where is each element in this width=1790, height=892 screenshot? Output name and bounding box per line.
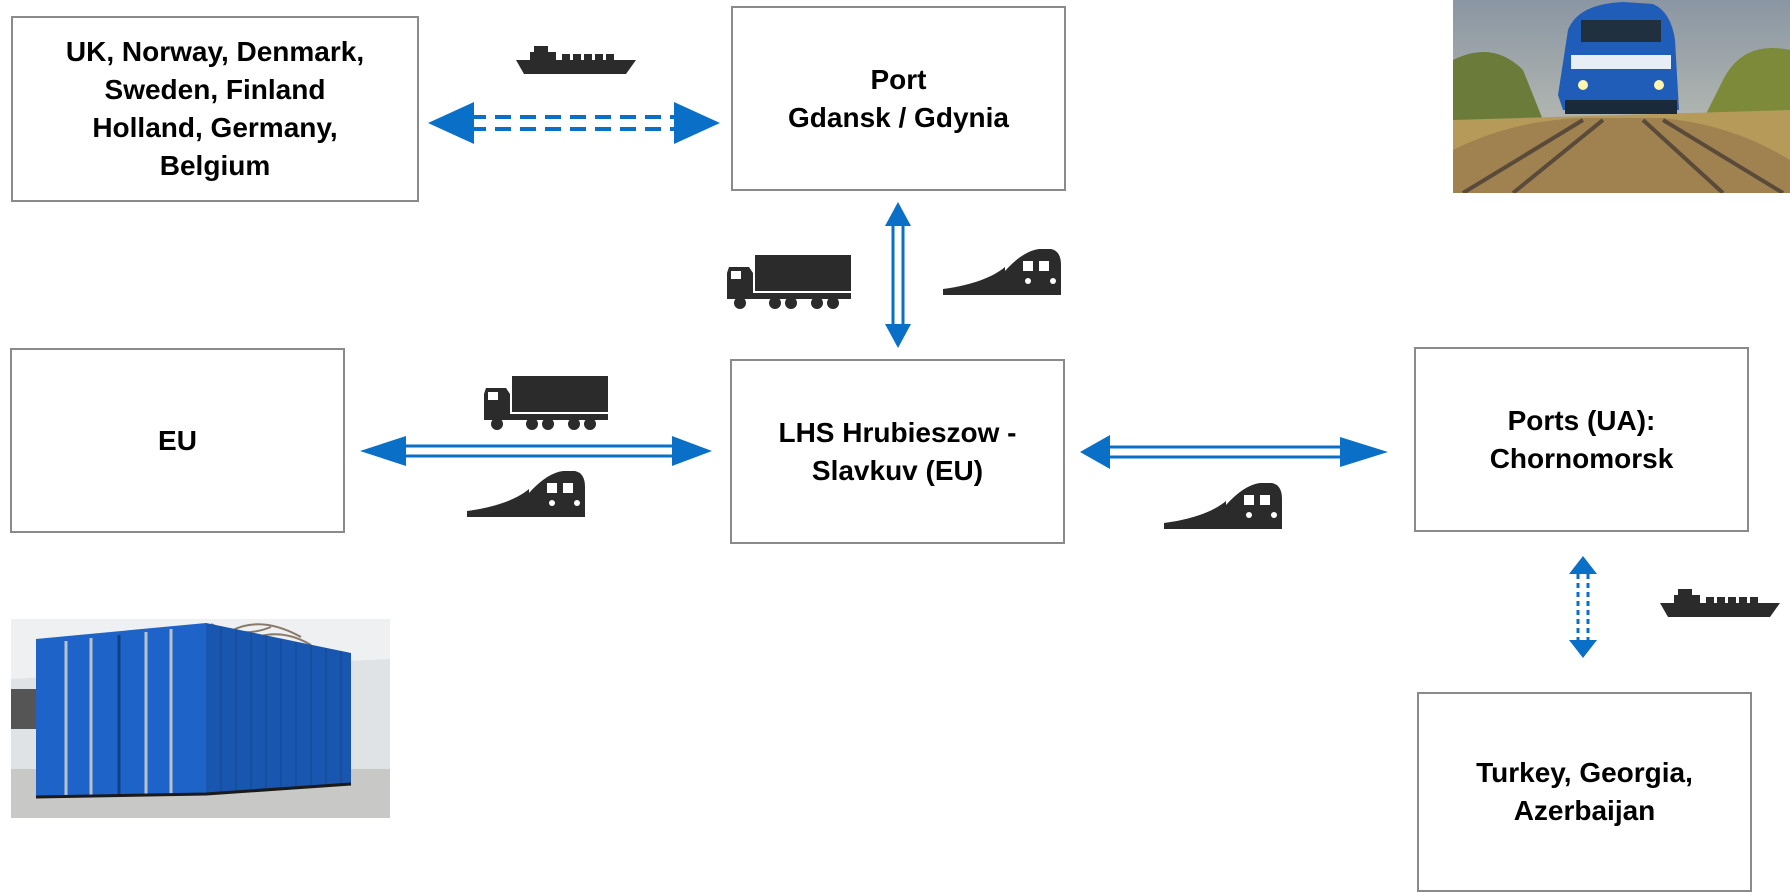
box-north-europe: UK, Norway, Denmark, Sweden, Finland Hol…	[11, 16, 419, 202]
arrow-eu-lhs	[360, 436, 712, 466]
box-north-europe-label: UK, Norway, Denmark, Sweden, Finland Hol…	[65, 36, 365, 181]
truck-icon	[484, 376, 608, 430]
train-icon	[943, 249, 1061, 295]
box-lhs: LHS Hrubieszow - Slavkuv (EU)	[730, 359, 1065, 544]
locomotive-photo	[1453, 0, 1790, 193]
connections-layer	[360, 46, 1780, 658]
box-eu-label: EU	[158, 424, 197, 456]
arrow-ports-ua-turkey	[1569, 556, 1597, 658]
arrow-north-europe-port	[428, 102, 720, 144]
box-eu: EU	[10, 348, 345, 533]
box-port-gdansk-label: Port Gdansk / Gdynia	[788, 63, 1009, 133]
ship-icon	[1660, 589, 1780, 617]
box-port-gdansk: Port Gdansk / Gdynia	[731, 6, 1066, 191]
container-photo	[11, 619, 390, 818]
box-turkey: Turkey, Georgia, Azerbaijan	[1417, 692, 1752, 892]
truck-icon	[727, 255, 851, 309]
arrow-port-lhs	[885, 202, 911, 348]
ship-icon	[516, 46, 636, 74]
box-turkey-label: Turkey, Georgia, Azerbaijan	[1476, 757, 1693, 826]
arrow-lhs-ports-ua	[1080, 435, 1388, 469]
train-icon	[467, 471, 585, 517]
box-ports-ua-label: Ports (UA): Chornomorsk	[1489, 404, 1674, 474]
box-ports-ua: Ports (UA): Chornomorsk	[1414, 347, 1749, 532]
train-icon	[1164, 483, 1282, 529]
box-lhs-label: LHS Hrubieszow - Slavkuv (EU)	[778, 416, 1017, 486]
